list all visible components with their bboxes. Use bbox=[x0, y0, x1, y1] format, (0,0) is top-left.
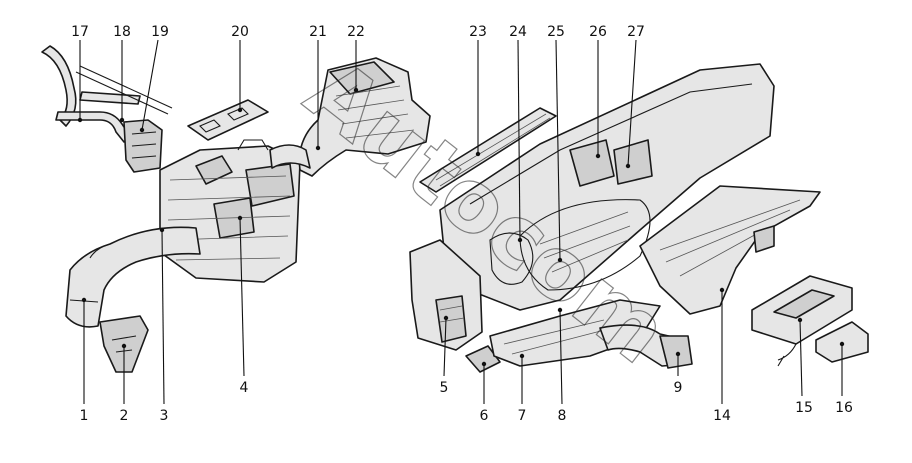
callout-22: 22 bbox=[347, 24, 365, 40]
callout-3: 3 bbox=[160, 408, 169, 424]
callout-4: 4 bbox=[240, 380, 249, 396]
callout-14: 14 bbox=[713, 408, 731, 424]
left-side-panel bbox=[409, 239, 501, 373]
callout-18: 18 bbox=[113, 24, 131, 40]
callout-8: 8 bbox=[558, 408, 567, 424]
bracket-part bbox=[187, 99, 269, 141]
callout-9: 9 bbox=[674, 380, 683, 396]
callout-26: 26 bbox=[589, 24, 607, 40]
heater-hoses-group bbox=[41, 45, 173, 173]
callout-16: 16 bbox=[835, 400, 853, 416]
callout-2: 2 bbox=[120, 408, 129, 424]
callout-5: 5 bbox=[440, 380, 449, 396]
callout-24: 24 bbox=[509, 24, 527, 40]
blower-housing bbox=[269, 57, 431, 177]
defroster-grille bbox=[419, 107, 557, 193]
callout-20: 20 bbox=[231, 24, 249, 40]
callout-21: 21 bbox=[309, 24, 327, 40]
callout-6: 6 bbox=[480, 408, 489, 424]
callout-7: 7 bbox=[518, 408, 527, 424]
callout-25: 25 bbox=[547, 24, 565, 40]
leader-dots bbox=[77, 87, 845, 367]
callout-1: 1 bbox=[80, 408, 89, 424]
right-air-duct bbox=[639, 185, 821, 315]
floor-duct bbox=[489, 299, 693, 369]
leader-lines bbox=[79, 39, 843, 405]
callout-27: 27 bbox=[627, 24, 645, 40]
callout-labels: 17 18 19 20 21 22 23 24 25 26 27 1 2 3 4… bbox=[71, 24, 853, 424]
callout-17: 17 bbox=[71, 24, 89, 40]
callout-19: 19 bbox=[151, 24, 169, 40]
control-unit bbox=[751, 275, 869, 367]
instrument-panel bbox=[439, 63, 775, 311]
callout-15: 15 bbox=[795, 400, 813, 416]
callout-23: 23 bbox=[469, 24, 487, 40]
